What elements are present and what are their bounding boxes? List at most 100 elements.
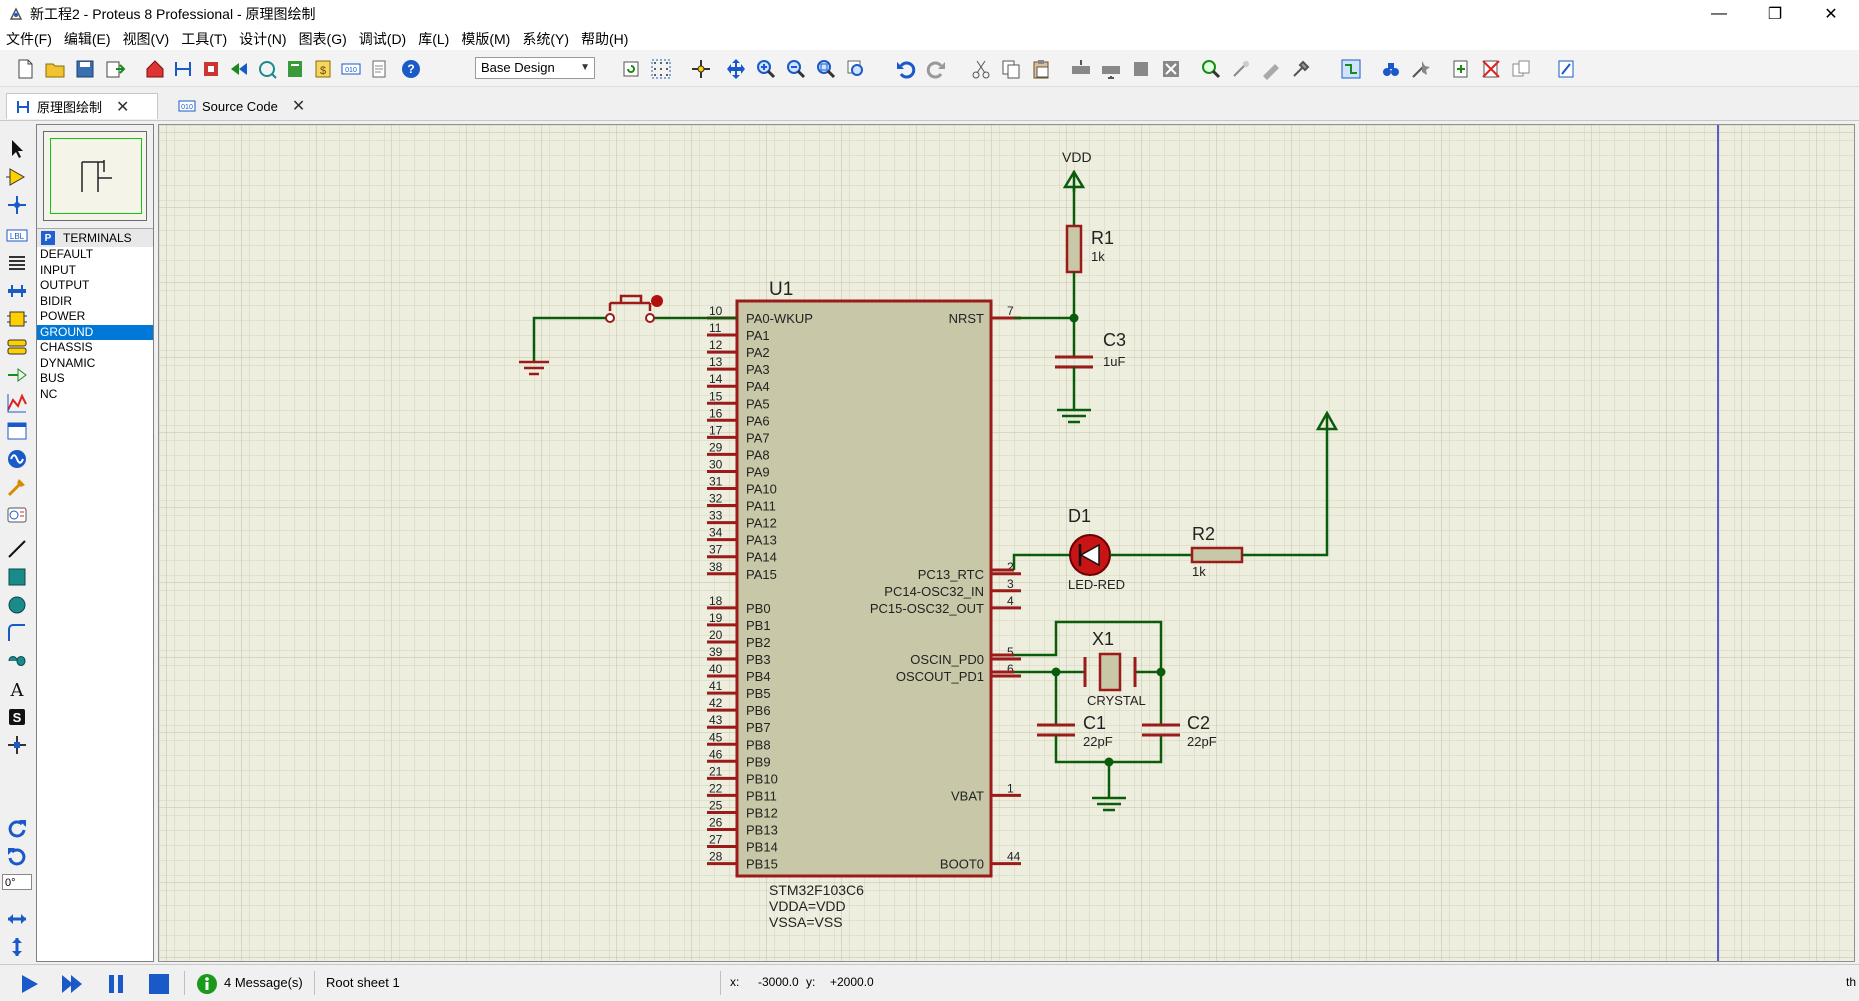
step-simulation-icon[interactable] [60, 973, 84, 995]
mirror-vertical-icon[interactable] [6, 936, 28, 958]
selection-mode-icon[interactable] [6, 138, 28, 160]
terminal-item-power[interactable]: POWER [40, 309, 86, 323]
crystal-network[interactable]: X1 CRYSTAL C1 22pF C2 22pF [991, 620, 1217, 812]
terminal-item-dynamic[interactable]: DYNAMIC [40, 355, 96, 370]
zoom-in-icon[interactable] [755, 58, 777, 80]
graph-mode-icon[interactable] [6, 392, 28, 414]
search-tag-icon[interactable] [1380, 58, 1402, 80]
zoom-out-icon[interactable] [785, 58, 807, 80]
tab-schematic[interactable]: 原理图绘制 ✕ [6, 93, 158, 119]
decompose-icon[interactable] [1290, 58, 1312, 80]
pick-device-icon[interactable] [1200, 58, 1222, 80]
reset-network[interactable]: VDD R1 1k C3 1uF [991, 149, 1126, 424]
arc-draw-icon[interactable] [6, 622, 28, 644]
grid-toggle-icon[interactable] [650, 58, 672, 80]
mirror-horizontal-icon[interactable] [6, 908, 28, 930]
3d-view-icon[interactable] [228, 58, 250, 80]
stop-simulation-icon[interactable] [146, 973, 170, 995]
design-rule-icon[interactable] [1555, 58, 1577, 80]
text-script-icon[interactable] [6, 252, 28, 274]
design-explorer-icon[interactable] [284, 58, 306, 80]
design-variant-select[interactable]: Base Design ▼ [475, 57, 595, 79]
tape-recorder-icon[interactable] [6, 420, 28, 442]
terminal-item-bus[interactable]: BUS [40, 371, 65, 385]
source-code-icon[interactable]: 010 [340, 58, 362, 80]
symbol-mode-icon[interactable]: S [6, 706, 28, 728]
device-pins-icon[interactable] [6, 364, 28, 386]
wire-label-icon[interactable]: LBL [6, 224, 28, 246]
terminals-mode-icon[interactable] [6, 336, 28, 358]
menu-template[interactable]: 模版(M) [461, 31, 511, 47]
close-icon[interactable]: ✕ [291, 98, 306, 115]
block-delete-icon[interactable] [1160, 58, 1182, 80]
terminal-item-input[interactable]: INPUT [40, 262, 76, 277]
marker-mode-icon[interactable] [6, 734, 28, 756]
box-draw-icon[interactable] [6, 566, 28, 588]
message-count[interactable]: 4 Message(s) [224, 975, 303, 990]
close-button[interactable]: ✕ [1824, 6, 1838, 23]
menu-edit[interactable]: 编辑(E) [63, 31, 111, 47]
paste-icon[interactable] [1030, 58, 1052, 80]
terminal-item-ground[interactable]: GROUND [37, 324, 153, 340]
new-sheet-icon[interactable] [1450, 58, 1472, 80]
property-assignment-icon[interactable] [1410, 58, 1432, 80]
home-icon[interactable] [144, 58, 166, 80]
schematic-icon[interactable] [172, 58, 194, 80]
make-device-icon[interactable] [1230, 58, 1252, 80]
overview-window[interactable] [43, 131, 147, 221]
terminal-item-chassis[interactable]: CHASSIS [40, 340, 93, 354]
origin-icon[interactable] [690, 58, 712, 80]
line-draw-icon[interactable] [6, 538, 28, 560]
menu-system[interactable]: 系统(Y) [522, 31, 570, 47]
notes-icon[interactable] [368, 58, 390, 80]
menu-graph[interactable]: 图表(G) [298, 31, 347, 47]
rotate-anticlockwise-icon[interactable] [6, 846, 28, 868]
close-icon[interactable]: ✕ [116, 98, 130, 116]
pan-icon[interactable] [725, 58, 747, 80]
new-file-icon[interactable] [14, 58, 36, 80]
save-icon[interactable] [74, 58, 96, 80]
block-move-icon[interactable] [1100, 58, 1122, 80]
terminal-item-nc[interactable]: NC [40, 386, 58, 401]
terminal-item-bidir[interactable]: BIDIR [40, 293, 73, 308]
pause-simulation-icon[interactable] [104, 973, 128, 995]
exit-to-parent-icon[interactable] [1510, 58, 1532, 80]
bom-icon[interactable]: $ [312, 58, 334, 80]
gerber-icon[interactable] [256, 58, 278, 80]
menu-file[interactable]: 文件(F) [6, 31, 52, 47]
menu-tools[interactable]: 工具(T) [181, 31, 228, 47]
wire-autorouter-icon[interactable] [1340, 58, 1362, 80]
cut-icon[interactable] [970, 58, 992, 80]
component-mode-icon[interactable] [6, 166, 28, 188]
refresh-icon[interactable] [620, 58, 642, 80]
menu-debug[interactable]: 调试(D) [358, 31, 407, 47]
pick-terminal-button[interactable]: P [41, 231, 55, 245]
menu-view[interactable]: 视图(V) [122, 31, 170, 47]
zoom-area-icon[interactable] [845, 58, 867, 80]
junction-dot-icon[interactable] [6, 194, 28, 216]
terminal-item-output[interactable]: OUTPUT [40, 278, 90, 292]
import-icon[interactable] [104, 58, 126, 80]
help-icon[interactable]: ? [400, 58, 422, 80]
menu-help[interactable]: 帮助(H) [581, 31, 629, 47]
info-icon[interactable] [196, 973, 218, 995]
generator-mode-icon[interactable] [6, 448, 28, 470]
packaging-tool-icon[interactable] [1260, 58, 1282, 80]
remove-sheet-icon[interactable] [1480, 58, 1502, 80]
block-rotate-icon[interactable] [1130, 58, 1152, 80]
tab-source-code[interactable]: 010 Source Code ✕ [172, 93, 312, 119]
subcircuit-mode-icon[interactable] [6, 308, 28, 330]
menu-library[interactable]: 库(L) [418, 31, 450, 47]
copy-icon[interactable] [1000, 58, 1022, 80]
run-simulation-icon[interactable] [18, 973, 42, 995]
circle-draw-icon[interactable] [6, 594, 28, 616]
text-draw-icon[interactable]: A [6, 678, 28, 700]
maximize-button[interactable]: ❐ [1767, 6, 1783, 23]
push-button[interactable] [519, 294, 737, 376]
rotation-angle-input[interactable]: 0° [2, 874, 32, 890]
open-folder-icon[interactable] [44, 58, 66, 80]
voltage-probe-icon[interactable] [6, 476, 28, 498]
